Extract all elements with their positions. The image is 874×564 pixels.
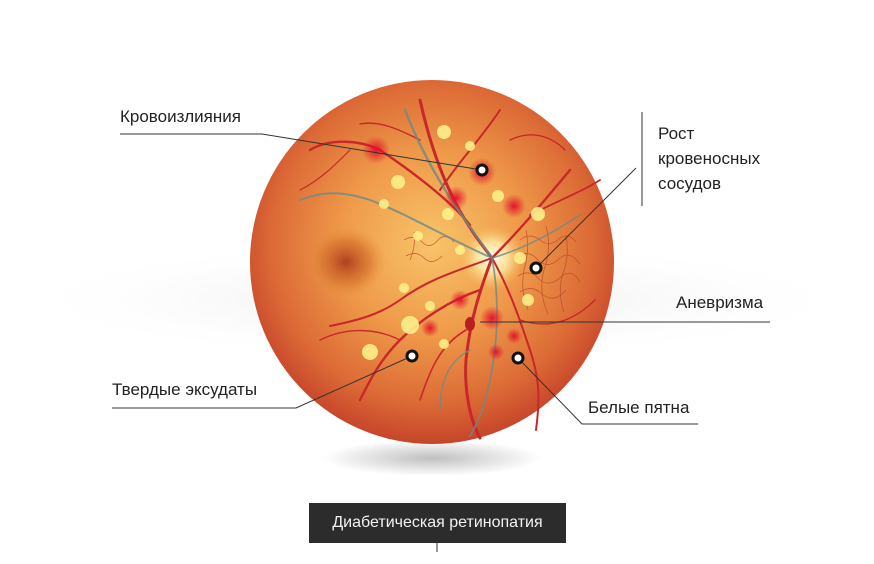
label-vessel-growth-line3: сосудов (658, 174, 721, 193)
label-vessel-growth-line2: кровеносных (658, 149, 761, 168)
leader-hard-exudates (112, 355, 413, 409)
marker-hemorrhages (475, 163, 489, 177)
marker-hard-exudates (405, 349, 419, 363)
caption-box: Диабетическая ретинопатия (309, 503, 566, 543)
leader-white-spots (517, 357, 698, 425)
macula (306, 226, 386, 298)
caption-text: Диабетическая ретинопатия (332, 514, 543, 531)
hard-exudates (362, 125, 545, 360)
marker-vessel-growth (529, 261, 543, 275)
leader-hemorrhages (120, 133, 483, 171)
leader-lines (112, 112, 770, 552)
label-vessel-growth: Рост кровеносных сосудов (658, 121, 788, 196)
markers (405, 163, 543, 365)
label-vessel-growth-line1: Рост (658, 124, 695, 143)
floor-shadow (322, 440, 542, 476)
label-white-spots: Белые пятна (588, 398, 690, 417)
hemorrhages (362, 136, 526, 360)
marker-white-spots (511, 351, 525, 365)
aneurysm-bulge (465, 317, 475, 331)
retina-sphere (250, 80, 614, 444)
label-hard-exudates: Твердые эксудаты (112, 380, 258, 399)
label-hemorrhages: Кровоизлияния (120, 107, 241, 126)
leader-growth (535, 167, 637, 269)
label-aneurysm: Аневризма (676, 293, 764, 312)
